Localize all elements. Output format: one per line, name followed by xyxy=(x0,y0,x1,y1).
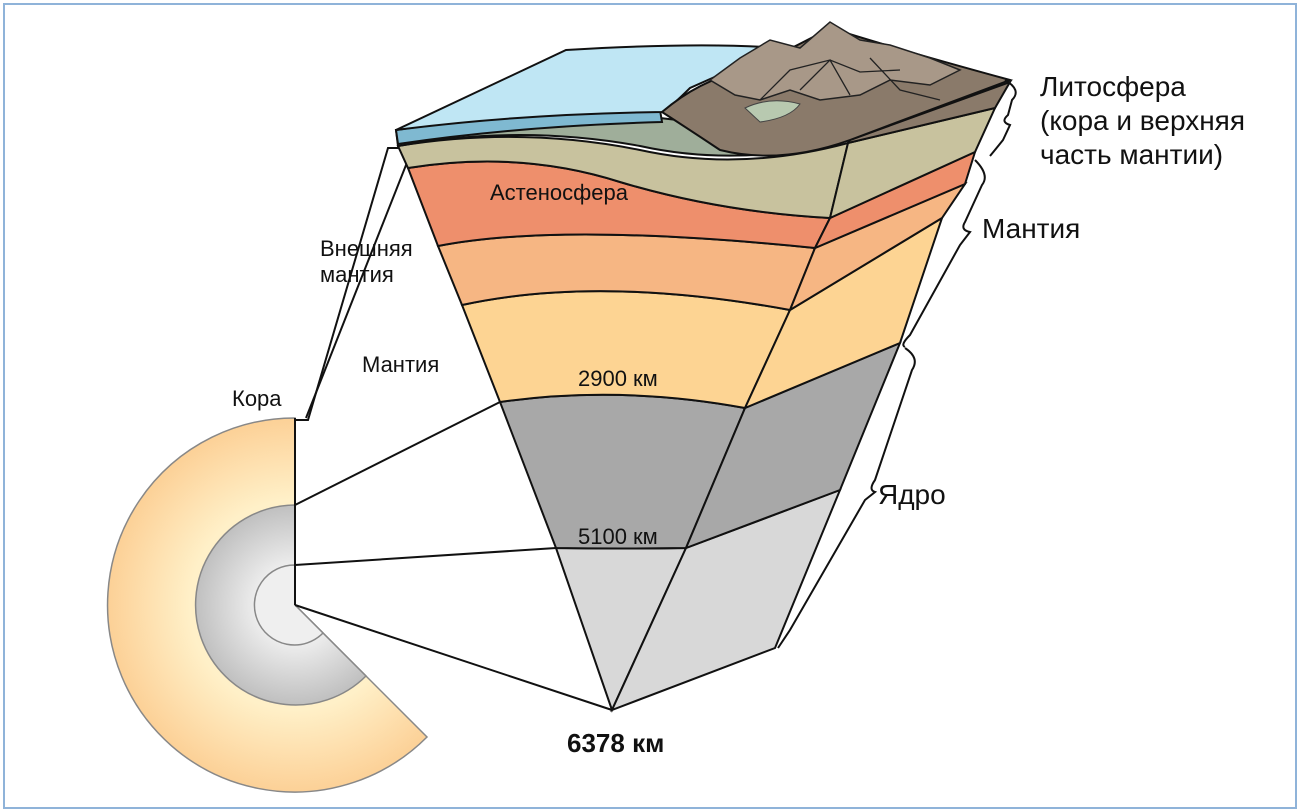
bracket-lithosphere xyxy=(989,79,1017,157)
globe-cutaway xyxy=(106,417,429,793)
label-depth-6378: 6378 км xyxy=(567,728,664,758)
bracket-mantle xyxy=(902,159,986,348)
wedge-side-face xyxy=(610,80,1013,712)
mountain-ridges xyxy=(708,21,962,101)
layer-crust-side xyxy=(845,80,1013,145)
wedge-front-face xyxy=(394,108,851,713)
label-outer-mantle-2: мантия xyxy=(320,262,394,287)
label-outer-mantle-1: Внешняя xyxy=(320,236,413,261)
label-depth-5100: 5100 км xyxy=(578,524,658,549)
label-lithosphere-1: Литосфера xyxy=(1040,71,1186,102)
label-core: Ядро xyxy=(878,479,946,510)
label-lithosphere-3: часть мантии) xyxy=(1040,139,1223,170)
bracket-core xyxy=(777,347,916,649)
globe-inner-core-sector xyxy=(253,564,325,646)
label-asthenosphere: Астеносфера xyxy=(490,180,629,205)
label-depth-2900: 2900 км xyxy=(578,366,658,391)
connector-lines xyxy=(294,147,613,711)
label-mantle-left: Мантия xyxy=(362,352,439,377)
top-surface xyxy=(395,21,1014,157)
label-lithosphere-2: (кора и верхняя xyxy=(1040,105,1245,136)
label-mantle-right: Мантия xyxy=(982,213,1080,244)
valley-lake xyxy=(744,100,801,123)
label-crust: Кора xyxy=(232,386,282,411)
right-brackets xyxy=(777,79,1017,649)
